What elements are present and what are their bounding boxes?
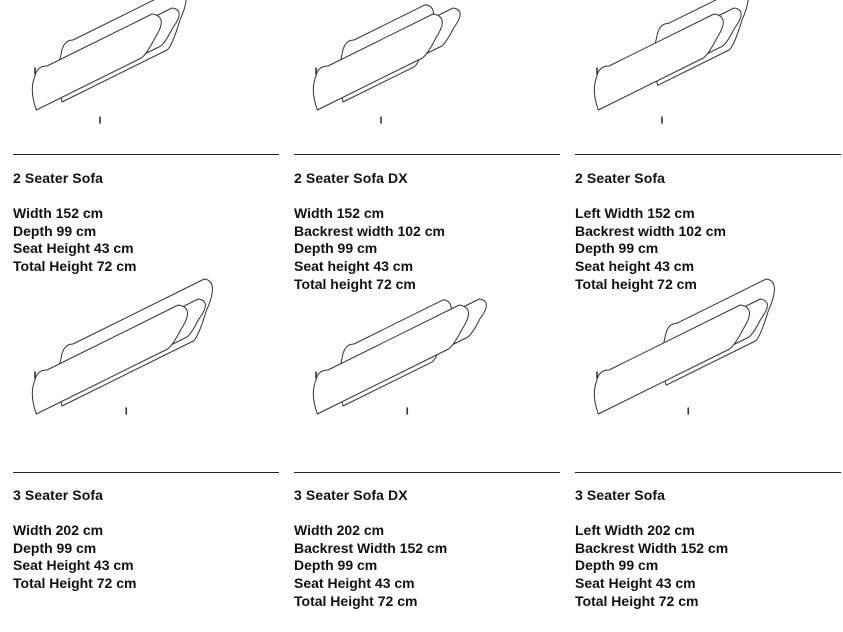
spec-item: Total Height 72 cm bbox=[294, 592, 418, 609]
divider bbox=[13, 154, 279, 155]
spec-item: Seat Height 43 cm bbox=[13, 557, 134, 574]
spec-item: Backrest Width 152 cm bbox=[294, 539, 448, 556]
product-title: 3 Seater Sofa DX bbox=[294, 487, 408, 503]
spec-list: Width 152 cm Depth 99 cm Seat Height 43 … bbox=[13, 205, 136, 276]
sofa-drawing bbox=[575, 0, 841, 124]
spec-item: Seat height 43 cm bbox=[575, 258, 695, 275]
spec-item: Total Height 72 cm bbox=[13, 258, 137, 275]
spec-item: Seat height 43 cm bbox=[294, 258, 414, 275]
divider bbox=[575, 154, 841, 155]
spec-item: Left Width 202 cm bbox=[575, 522, 695, 538]
spec-item: Total height 72 cm bbox=[294, 275, 416, 292]
seat-cushion-shape bbox=[31, 13, 162, 111]
spec-item: Depth 99 cm bbox=[575, 557, 659, 574]
spec-list: Width 152 cm Backrest width 102 cm Depth… bbox=[294, 205, 445, 294]
sofa-drawing bbox=[294, 298, 560, 438]
spec-list: Width 202 cm Depth 99 cm Seat Height 43 … bbox=[13, 522, 136, 593]
spec-item: Depth 99 cm bbox=[294, 557, 378, 574]
product-title: 3 Seater Sofa bbox=[575, 487, 666, 503]
sofa-drawing bbox=[13, 0, 279, 124]
spec-item: Width 202 cm bbox=[294, 522, 385, 538]
sofa-drawing bbox=[575, 278, 841, 438]
spec-list: Left Width 202 cm Backrest Width 152 cm … bbox=[575, 522, 728, 611]
divider bbox=[294, 472, 560, 473]
seat-cushion-shape bbox=[312, 304, 469, 415]
spec-item: Depth 99 cm bbox=[575, 240, 659, 257]
product-title: 2 Seater Sofa bbox=[13, 170, 104, 186]
divider bbox=[575, 472, 841, 473]
spec-item: Width 202 cm bbox=[13, 522, 104, 538]
spec-item: Seat Height 43 cm bbox=[13, 240, 134, 257]
spec-item: Left Width 152 cm bbox=[575, 205, 695, 221]
spec-list: Width 202 cm Backrest Width 152 cm Depth… bbox=[294, 522, 447, 611]
seat-cushion-shape bbox=[593, 13, 724, 111]
product-title: 2 Seater Sofa DX bbox=[294, 170, 408, 186]
spec-item: Total height 72 cm bbox=[575, 275, 697, 292]
spec-item: Depth 99 cm bbox=[13, 222, 97, 239]
sofa-drawing bbox=[294, 0, 560, 124]
spec-item: Width 152 cm bbox=[294, 205, 385, 221]
spec-item: Seat Height 43 cm bbox=[575, 575, 696, 592]
spec-item: Seat Height 43 cm bbox=[294, 575, 415, 592]
spec-item: Backrest width 102 cm bbox=[294, 222, 445, 239]
divider bbox=[294, 154, 560, 155]
spec-item: Total Height 72 cm bbox=[13, 575, 137, 592]
product-title: 3 Seater Sofa bbox=[13, 487, 104, 503]
spec-item: Backrest width 102 cm bbox=[575, 222, 726, 239]
spec-item: Backrest Width 152 cm bbox=[575, 539, 729, 556]
sofa-drawing bbox=[13, 278, 279, 438]
spec-item: Total Height 72 cm bbox=[575, 592, 699, 609]
spec-item: Depth 99 cm bbox=[13, 539, 97, 556]
product-title: 2 Seater Sofa bbox=[575, 170, 666, 186]
seat-cushion-shape bbox=[312, 13, 443, 111]
spec-item: Depth 99 cm bbox=[294, 240, 378, 257]
seat-cushion-shape bbox=[31, 304, 188, 415]
spec-list: Left Width 152 cm Backrest width 102 cm … bbox=[575, 205, 726, 294]
seat-cushion-shape bbox=[593, 304, 750, 415]
divider bbox=[13, 472, 279, 473]
spec-item: Width 152 cm bbox=[13, 205, 104, 221]
